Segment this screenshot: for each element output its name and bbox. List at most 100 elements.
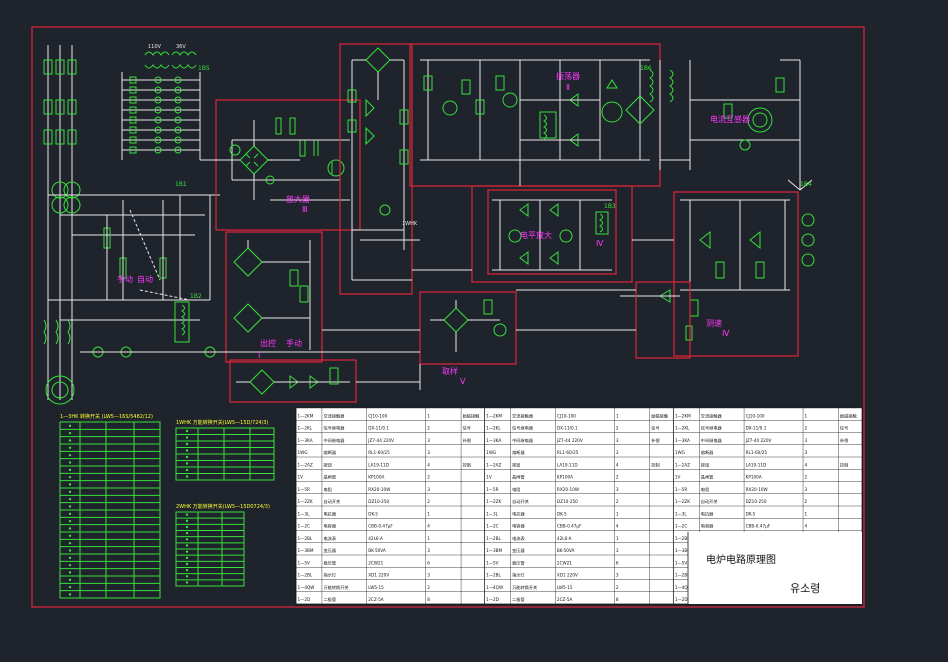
bom-cell: 1 xyxy=(805,413,808,418)
label-whk: 1WHK xyxy=(402,221,418,227)
label-b1: 1B1 xyxy=(175,181,187,188)
bom-cell: 1 xyxy=(427,413,430,418)
bom-cell: 1WG xyxy=(675,450,685,455)
bom-cell: 1 xyxy=(616,511,619,516)
switch-table-2-title: 1WHK 万能转换开关(LW5—15D/724/3) xyxy=(176,419,268,426)
bom-cell: 信号继电器 xyxy=(512,425,534,432)
bom-cell: 2 xyxy=(616,426,619,431)
bom-cell: RX20-10W xyxy=(557,487,579,492)
bom-cell: 1—3L xyxy=(486,511,499,516)
indicator-circuit xyxy=(620,199,815,341)
bom-cell: 2 xyxy=(805,499,808,504)
bom-cell: 电阻 xyxy=(701,486,710,493)
bom-cell: 1 xyxy=(616,536,619,541)
drawing-signature: 유소령 xyxy=(790,582,820,595)
bom-cell: 1—3KA xyxy=(486,438,501,443)
bom-cell: 4 xyxy=(427,462,430,467)
bom-cell: 3 xyxy=(616,548,619,553)
bom-cell: 1—3L xyxy=(675,511,688,516)
feedback-circuit xyxy=(347,47,412,281)
indicator-num: Ⅳ xyxy=(722,329,730,338)
bom-cell: 励磁接触 xyxy=(651,412,669,419)
bom-cell: 1V xyxy=(675,475,681,480)
bom-cell: 1V xyxy=(298,475,304,480)
bom-cell: LA19-11D xyxy=(368,462,389,467)
bom-cell: 晶闸管 xyxy=(323,474,336,481)
bom-cell: 1—5V xyxy=(298,560,311,565)
bom-cell: 补偿 xyxy=(651,437,659,444)
bom-cell: LA19-11D xyxy=(557,462,578,467)
bom-cell: 2 xyxy=(427,475,430,480)
bom-cell: 4 xyxy=(616,462,619,467)
bom-cell: JZ7-44 220V xyxy=(367,438,394,443)
motor-icon xyxy=(45,375,75,405)
bom-cell: 1—3BM xyxy=(486,548,502,553)
oscillator-label: 振荡器 xyxy=(556,71,580,81)
bom-cell: 1—5R xyxy=(486,487,499,492)
bom-cell: 1—2C xyxy=(486,524,499,529)
bom-cell: LA19-11D xyxy=(746,462,767,467)
bom-cell: 励磁接触 xyxy=(463,412,481,419)
bom-cell: KP100A xyxy=(368,475,384,480)
output-label: 出控 xyxy=(260,338,276,348)
module-box-sampling xyxy=(419,291,517,365)
sampling-num: Ⅴ xyxy=(460,377,466,386)
level-amp-num: Ⅳ xyxy=(596,239,604,248)
amplifier-circuit xyxy=(216,117,350,201)
bom-cell: 控制 xyxy=(651,461,659,468)
bom-cell: DZ10-250 xyxy=(368,499,389,504)
bom-cell: 4 xyxy=(805,524,808,529)
bom-cell: 1—3KA xyxy=(298,438,313,443)
bom-cell: 42L6-A xyxy=(368,536,383,541)
bom-cell: 1—4QW xyxy=(486,585,503,590)
bom-cell: 二极管 xyxy=(512,596,525,603)
bom-cell: 指示灯 xyxy=(512,572,525,579)
bom-cell: 1—2C xyxy=(675,524,688,529)
bom-cell: DZ10-250 xyxy=(746,499,767,504)
bom-cell: 交流接触器 xyxy=(323,412,345,419)
bom-cell: 信号 xyxy=(463,425,471,432)
amplifier-num: Ⅲ xyxy=(302,205,308,214)
bom-cell: 熔断器 xyxy=(701,449,714,456)
bom-cell: XD1 220V xyxy=(557,573,578,578)
bom-cell: 1—2BL xyxy=(675,573,690,578)
bom-cell: 3 xyxy=(616,573,619,578)
bom-cell: 3 xyxy=(616,487,619,492)
bom-cell: 电阻 xyxy=(323,486,332,493)
bom-cell: 1—2BL xyxy=(486,573,501,578)
bom-cell: 1—2BL xyxy=(298,536,313,541)
bom-cell: DX-11/0.1 xyxy=(746,426,767,431)
switch-table-1-title: 1—3HK 转换开关 (LW5—16S/5482/12) xyxy=(60,413,153,420)
bom-cell: 二极管 xyxy=(323,596,336,603)
bom-cell: 晶闸管 xyxy=(701,474,714,481)
label-b4: 1B4 xyxy=(800,181,812,188)
bom-cell: 2CW21 xyxy=(557,560,572,565)
bom-cell: 2CW21 xyxy=(368,560,383,565)
ammeter-label: 电流互感器 xyxy=(710,114,750,124)
bom-cell: DZ10-250 xyxy=(557,499,578,504)
bom-cell: 1—2KL xyxy=(298,426,313,431)
bom-cell: 1—5R xyxy=(298,487,311,492)
bom-cell: 1—2ZK xyxy=(675,499,690,504)
bom-cell: 1—3KA xyxy=(675,438,690,443)
bom-cell: 1—2D xyxy=(298,597,311,602)
bom-cell: RL1-60/25 xyxy=(368,450,390,455)
label-110v: 110V xyxy=(148,44,162,50)
bom-cell: RL1-60/25 xyxy=(746,450,768,455)
bom-cell: 1—2D xyxy=(675,597,688,602)
bom-cell: CBB-0.47μF xyxy=(368,524,393,529)
bom-cell: 自动开关 xyxy=(323,498,340,505)
bom-cell: 1—4QW xyxy=(298,585,315,590)
bom-cell: DK-5 xyxy=(557,511,567,516)
bom-cell: CBB-0.47μF xyxy=(557,524,582,529)
bom-cell: 中间继电器 xyxy=(323,437,345,444)
sampling-circuit xyxy=(430,299,507,352)
bom-cell: 电容器 xyxy=(323,523,336,530)
bom-cell: 2 xyxy=(427,585,430,590)
bom-cell: 电容器 xyxy=(701,523,714,530)
bom-cell: KP100A xyxy=(746,475,762,480)
bom-cell: 1—2BL xyxy=(298,573,313,578)
bom-cell: 4 xyxy=(805,462,808,467)
bom-cell: CJ10-100 xyxy=(746,413,765,418)
